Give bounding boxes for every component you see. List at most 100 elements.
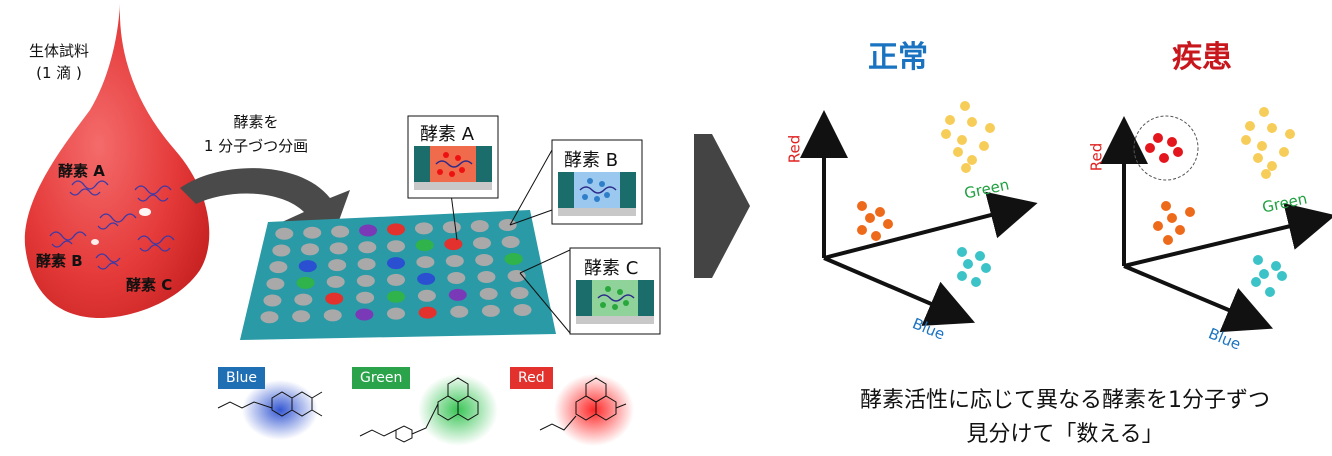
cluster-point (1241, 135, 1251, 145)
cluster-point (985, 123, 995, 133)
plate-well (358, 241, 377, 254)
cluster-point (1253, 153, 1263, 163)
cluster-point (981, 263, 991, 273)
plate-well (387, 240, 405, 253)
plate-well (325, 292, 344, 305)
cluster-point (1185, 207, 1195, 217)
fractionation-line1: 酵素を (233, 113, 279, 131)
callout-box-a (407, 115, 499, 199)
cluster-point (1145, 143, 1155, 153)
plate-well (263, 294, 282, 307)
plate-well (417, 289, 436, 302)
cluster-point (1259, 269, 1269, 279)
cluster-point (961, 163, 971, 173)
cluster-point (941, 129, 951, 139)
callout-line-b2 (509, 209, 553, 226)
plate-well (447, 271, 466, 284)
blue-dye-glow (242, 380, 318, 440)
plate-well (418, 306, 437, 319)
plate-well (448, 288, 467, 301)
plate-well (359, 224, 378, 237)
data-clusters (857, 101, 1295, 297)
plate-well (475, 254, 494, 267)
cluster-point (957, 271, 967, 281)
plate-well (414, 222, 433, 235)
protein-glyphs (49, 180, 175, 270)
dye-tag-red: Red (510, 367, 553, 389)
cluster-point (1267, 123, 1277, 133)
plate-well (445, 255, 464, 268)
cluster-point (1259, 107, 1269, 117)
plate-well (331, 225, 350, 238)
cluster-point (953, 147, 963, 157)
cluster-point (1175, 225, 1185, 235)
plate-well (294, 293, 313, 306)
drop-enzyme-b: 酵素 B (36, 252, 83, 270)
red-dye-glow (554, 374, 634, 446)
cluster-point (857, 225, 867, 235)
disease-axis-red: Red (1087, 142, 1106, 172)
cluster-point (960, 101, 970, 111)
conclusion-line1: 酵素活性に応じて異なる酵素を1分子ずつ (860, 388, 1270, 413)
cluster-point (1267, 161, 1277, 171)
callout-line-b (509, 149, 553, 226)
plate-well (479, 287, 498, 300)
cluster-point (883, 219, 893, 229)
cluster-point (967, 117, 977, 127)
callout-title-b: 酵素 B (564, 150, 619, 171)
plate-well (296, 276, 315, 289)
cluster-point (1173, 147, 1183, 157)
plate-well (481, 304, 500, 317)
cluster-point (1153, 221, 1163, 231)
plate-well (275, 227, 294, 240)
plate-well (477, 270, 496, 283)
plate-well (504, 253, 523, 266)
plate-well (416, 256, 435, 269)
drop-highlight (139, 208, 151, 216)
sample-label: 生体試料 (1 滴 ) (4, 40, 114, 84)
cluster-point (875, 207, 885, 217)
dye-tag-green: Green (352, 367, 411, 389)
plate-well (387, 273, 405, 286)
plate-well (326, 275, 345, 288)
normal-title: 正常 (868, 40, 928, 75)
callout-box-c (569, 247, 661, 335)
sample-label-line2: (1 滴 ) (36, 64, 82, 82)
cluster-point (1161, 201, 1171, 211)
cluster-point (967, 155, 977, 165)
highlight-circle (1133, 115, 1199, 181)
dye-tag-blue: Blue (218, 367, 265, 389)
cluster-point (963, 259, 973, 269)
cluster-point (1167, 213, 1177, 223)
dye-structures (217, 377, 627, 443)
cluster-point (1163, 235, 1173, 245)
plate-well (444, 238, 463, 251)
cluster-point (957, 247, 967, 257)
plate-well (272, 244, 291, 257)
cluster-point (1265, 287, 1275, 297)
transition-chevron (694, 134, 750, 278)
plate-well (329, 242, 348, 255)
callout-line-c (519, 249, 571, 274)
callout-line-c2 (519, 272, 571, 334)
conclusion-text: 酵素活性に応じて異なる酵素を1分子ずつ 見分けて「数える」 (800, 384, 1330, 452)
sample-label-line1: 生体試料 (28, 42, 89, 60)
plate-well (301, 243, 319, 256)
cluster-point (1167, 137, 1177, 147)
disease-plot-axes (1100, 116, 1332, 333)
plate-well (269, 261, 288, 274)
cluster-point (865, 213, 875, 223)
plate-well (387, 257, 405, 270)
plate-well (355, 308, 374, 321)
cluster-point (1279, 147, 1289, 157)
callout-title-c: 酵素 C (584, 258, 639, 279)
disease-title: 疾患 (1172, 40, 1232, 75)
cluster-point (1153, 133, 1163, 143)
plate-well (417, 272, 436, 285)
callout-title-a: 酵素 A (420, 124, 475, 145)
cluster-point (871, 231, 881, 241)
plate-well (357, 258, 376, 271)
plate-well (470, 220, 489, 233)
plate-well (513, 303, 532, 316)
